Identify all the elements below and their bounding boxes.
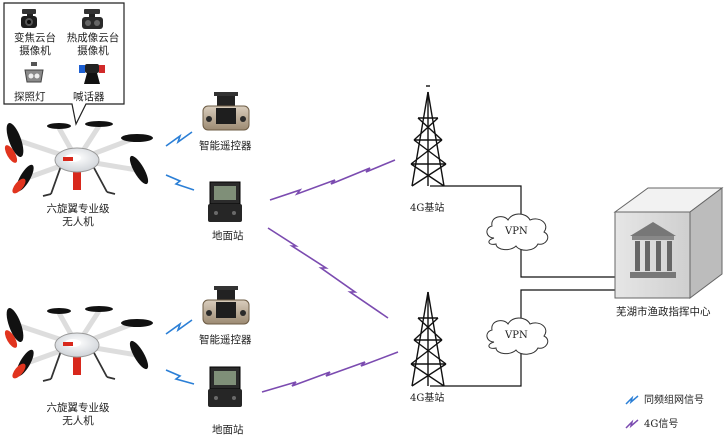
same-frequency-signal-bolts bbox=[165, 131, 195, 385]
legend-4g-label: 4G信号 bbox=[644, 419, 679, 430]
drone-1-label: 六旋翼专业级 无人机 bbox=[46, 203, 110, 228]
tower-1-label: 4G基站 bbox=[410, 203, 445, 214]
vpn-cloud-2 bbox=[486, 317, 549, 355]
zoom-gimbal-camera-label: 变焦云台 摄像机 bbox=[14, 32, 56, 57]
4g-tower-2 bbox=[410, 291, 447, 387]
vpn-1-label: VPN bbox=[505, 226, 528, 237]
legend-4g-icon bbox=[625, 419, 639, 429]
command-center-label: 芜湖市渔政指挥中心 bbox=[616, 306, 711, 318]
4g-signal-bolts bbox=[261, 159, 399, 393]
ground-station-2 bbox=[208, 366, 242, 407]
remote-controller-1-label: 智能遥控器 bbox=[199, 140, 252, 152]
ground-station-2-label: 地面站 bbox=[212, 424, 244, 436]
payload-callout bbox=[3, 2, 125, 126]
ground-station-1-label: 地面站 bbox=[212, 230, 244, 242]
loudspeaker-label: 喊话器 bbox=[73, 91, 105, 103]
searchlight-icon bbox=[24, 62, 44, 83]
searchlight-label: 探照灯 bbox=[14, 91, 46, 103]
thermal-gimbal-camera-icon bbox=[82, 9, 103, 29]
vpn-cloud-1 bbox=[486, 213, 549, 251]
drone-2 bbox=[4, 306, 153, 382]
smart-remote-controller-1 bbox=[202, 92, 250, 131]
thermal-gimbal-camera-label: 热成像云台 摄像机 bbox=[66, 32, 120, 57]
vpn-2-label: VPN bbox=[505, 330, 528, 341]
smart-remote-controller-2 bbox=[202, 286, 250, 325]
legend-same-frequency-label: 同频组网信号 bbox=[644, 395, 704, 406]
tower-2-label: 4G基站 bbox=[410, 393, 445, 404]
loudspeaker-icon bbox=[79, 64, 105, 84]
4g-tower-1 bbox=[410, 85, 447, 187]
legend-same-frequency-icon bbox=[625, 395, 639, 405]
drone-1 bbox=[4, 121, 153, 197]
ground-station-1 bbox=[208, 181, 242, 222]
drone-2-label: 六旋翼专业级 无人机 bbox=[46, 402, 110, 427]
command-center-server bbox=[613, 187, 724, 299]
zoom-gimbal-camera-icon bbox=[21, 9, 37, 28]
remote-controller-2-label: 智能遥控器 bbox=[199, 334, 252, 346]
